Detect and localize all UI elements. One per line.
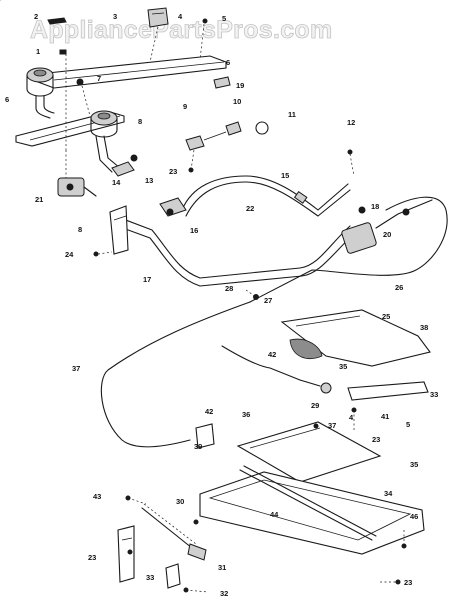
callout-label: 12 bbox=[347, 118, 355, 127]
callout-label: 25 bbox=[382, 312, 390, 321]
callout-label: 44 bbox=[270, 510, 279, 519]
callout-label: 9 bbox=[183, 102, 187, 111]
capillary-tube-25 bbox=[249, 196, 448, 303]
callout-label: 6 bbox=[5, 95, 9, 104]
part-valve-15 bbox=[111, 161, 135, 177]
gas-line-21 bbox=[181, 175, 349, 211]
callout-label: 23 bbox=[404, 578, 412, 587]
part-rail-46 bbox=[239, 469, 373, 541]
callout-label: 36 bbox=[242, 410, 250, 419]
callout-label: 34 bbox=[384, 489, 393, 498]
part-valve-10 bbox=[185, 135, 205, 151]
part-baffle-42 bbox=[280, 309, 431, 367]
part-burner-37 bbox=[289, 338, 323, 359]
broil-assembly bbox=[0, 0, 431, 585]
part-fitting-19 bbox=[213, 76, 231, 89]
callout-label: 24 bbox=[65, 250, 74, 259]
callout-label: 11 bbox=[288, 110, 296, 119]
part-pan-44 bbox=[199, 471, 425, 555]
callout-label: 2 bbox=[34, 12, 38, 21]
watermark-text: AppliancePartsPros.com bbox=[30, 16, 333, 44]
part-valve-11 bbox=[225, 121, 242, 136]
part-screw-23a bbox=[347, 149, 353, 155]
callout-label: 23 bbox=[88, 553, 96, 562]
part-clip-2 bbox=[47, 17, 67, 25]
part-knob-12 bbox=[255, 121, 269, 135]
callout-label: 15 bbox=[281, 171, 289, 180]
callout-label: 18 bbox=[371, 202, 379, 211]
manifold-tube bbox=[109, 213, 351, 279]
part-fitting-22 bbox=[293, 190, 308, 204]
callout-label: 42 bbox=[268, 350, 276, 359]
callout-label: 4 bbox=[178, 12, 183, 21]
part-thermocouple-33 bbox=[320, 382, 332, 394]
callout-label: 5 bbox=[222, 14, 226, 23]
callout-label: 3 bbox=[113, 12, 117, 21]
part-spring-33 bbox=[141, 507, 193, 549]
callout-label: 28 bbox=[225, 284, 233, 293]
part-baffle-43 bbox=[236, 421, 382, 483]
callout-label: 35 bbox=[410, 460, 418, 469]
callout-label: 20 bbox=[383, 230, 391, 239]
part-fitting-8 bbox=[358, 206, 366, 214]
callout-label: 29 bbox=[311, 401, 319, 410]
callout-label: 19 bbox=[236, 81, 244, 90]
callout-label: 6 bbox=[226, 58, 230, 67]
callout-label: 30 bbox=[176, 497, 184, 506]
callout-label: 8 bbox=[78, 225, 82, 234]
callout-label: 1 bbox=[36, 47, 40, 56]
callout-label: 14 bbox=[112, 178, 121, 187]
callout-label: 5 bbox=[406, 420, 410, 429]
part-bracket-4 bbox=[147, 7, 169, 28]
callout-label: 42 bbox=[205, 407, 213, 416]
part-bracket-32 bbox=[165, 563, 181, 589]
part-bracket-16 bbox=[109, 205, 129, 255]
callout-label: 8 bbox=[138, 117, 142, 126]
callout-label: 37 bbox=[328, 421, 336, 430]
callout-label: 7 bbox=[97, 74, 101, 83]
callout-labels: 2 3 4 5 1 6 7 19 6 8 9 10 11 12 23 13 14… bbox=[5, 12, 438, 598]
capillary-tube-29 bbox=[100, 301, 251, 448]
callout-label: 32 bbox=[220, 589, 228, 598]
callout-label: 35 bbox=[339, 362, 347, 371]
callout-label: 22 bbox=[246, 204, 254, 213]
part-bracket-31 bbox=[117, 525, 135, 583]
part-orifice-7 bbox=[76, 78, 84, 86]
callout-label: 41 bbox=[381, 412, 389, 421]
callout-label: 16 bbox=[190, 226, 198, 235]
callout-label: 13 bbox=[145, 176, 153, 185]
callout-label: 23 bbox=[372, 435, 380, 444]
part-bracket-36 bbox=[195, 423, 215, 449]
part-screw-1 bbox=[59, 49, 67, 55]
part-screw-17 bbox=[93, 251, 99, 257]
callout-label: 33 bbox=[430, 390, 438, 399]
callout-label: 10 bbox=[233, 97, 241, 106]
callout-label: 21 bbox=[35, 195, 43, 204]
callout-label: 39 bbox=[194, 442, 202, 451]
part-plate-41 bbox=[347, 381, 429, 401]
callout-label: 37 bbox=[72, 364, 80, 373]
callout-label: 23 bbox=[169, 167, 177, 176]
callout-label: 38 bbox=[420, 323, 428, 332]
callout-label: 17 bbox=[143, 275, 151, 284]
part-thermostat-20 bbox=[159, 197, 187, 217]
callout-label: 26 bbox=[395, 283, 403, 292]
callout-label: 31 bbox=[218, 563, 226, 572]
oven-gas-assembly bbox=[57, 149, 448, 448]
part-screw-5a bbox=[202, 18, 208, 24]
callout-label: 33 bbox=[146, 573, 154, 582]
part-ignitor-24 bbox=[341, 222, 377, 254]
lower-left-parts bbox=[117, 495, 209, 593]
callout-label: 4 bbox=[349, 413, 354, 422]
top-burner-assembly bbox=[15, 7, 269, 182]
callout-label: 46 bbox=[410, 512, 418, 521]
callout-label: 27 bbox=[264, 296, 272, 305]
callout-label: 43 bbox=[93, 492, 101, 501]
